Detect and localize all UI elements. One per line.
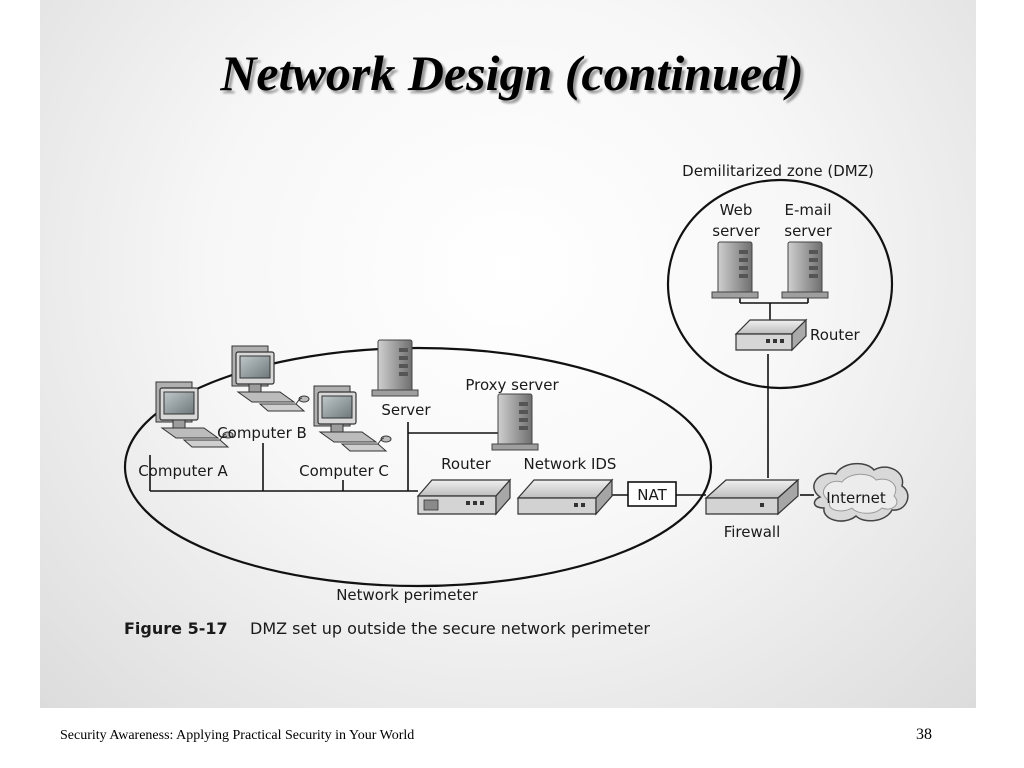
proxy-server-label: Proxy server [465,376,559,394]
footer-course-title: Security Awareness: Applying Practical S… [60,728,415,743]
nat-box [627,481,677,507]
email-server-label-line1: E-mail [784,201,831,219]
slide-title: Network Design (continued) [220,45,804,101]
network-ids-label: Network IDS [524,455,617,473]
web-server-icon [711,241,759,299]
email-server-label-line2: server [784,222,832,240]
web-server-label-line2: server [712,222,760,240]
firewall-label: Firewall [724,523,781,541]
web-server-label-line1: Web [720,201,753,219]
figure-number: Figure 5-17 [124,619,228,638]
dmz-router-label: Router [810,326,861,344]
computer-a-label: Computer A [138,462,228,480]
computer-b-icon [231,345,310,412]
proxy-server-icon [491,393,539,451]
server-label: Server [381,401,431,419]
network-ids-icon [516,478,614,516]
nat-label: NAT [637,486,667,504]
server-icon [371,339,419,397]
email-server-icon [781,241,829,299]
network-perimeter-label: Network perimeter [336,586,478,604]
page-number: 38 [916,726,932,743]
computer-c-label: Computer C [299,462,389,480]
network-links [149,293,814,496]
dmz-router-icon [734,318,808,352]
firewall-icon [704,478,800,516]
router-label: Router [441,455,492,473]
internet-cloud-icon [813,462,909,522]
internet-label: Internet [826,489,886,507]
router-icon [416,478,512,516]
network-perimeter-boundary [123,346,713,588]
dmz-label: Demilitarized zone (DMZ) [682,162,874,180]
computer-b-label: Computer B [217,424,307,442]
dmz-boundary [666,178,894,390]
figure-caption: DMZ set up outside the secure network pe… [250,619,650,638]
